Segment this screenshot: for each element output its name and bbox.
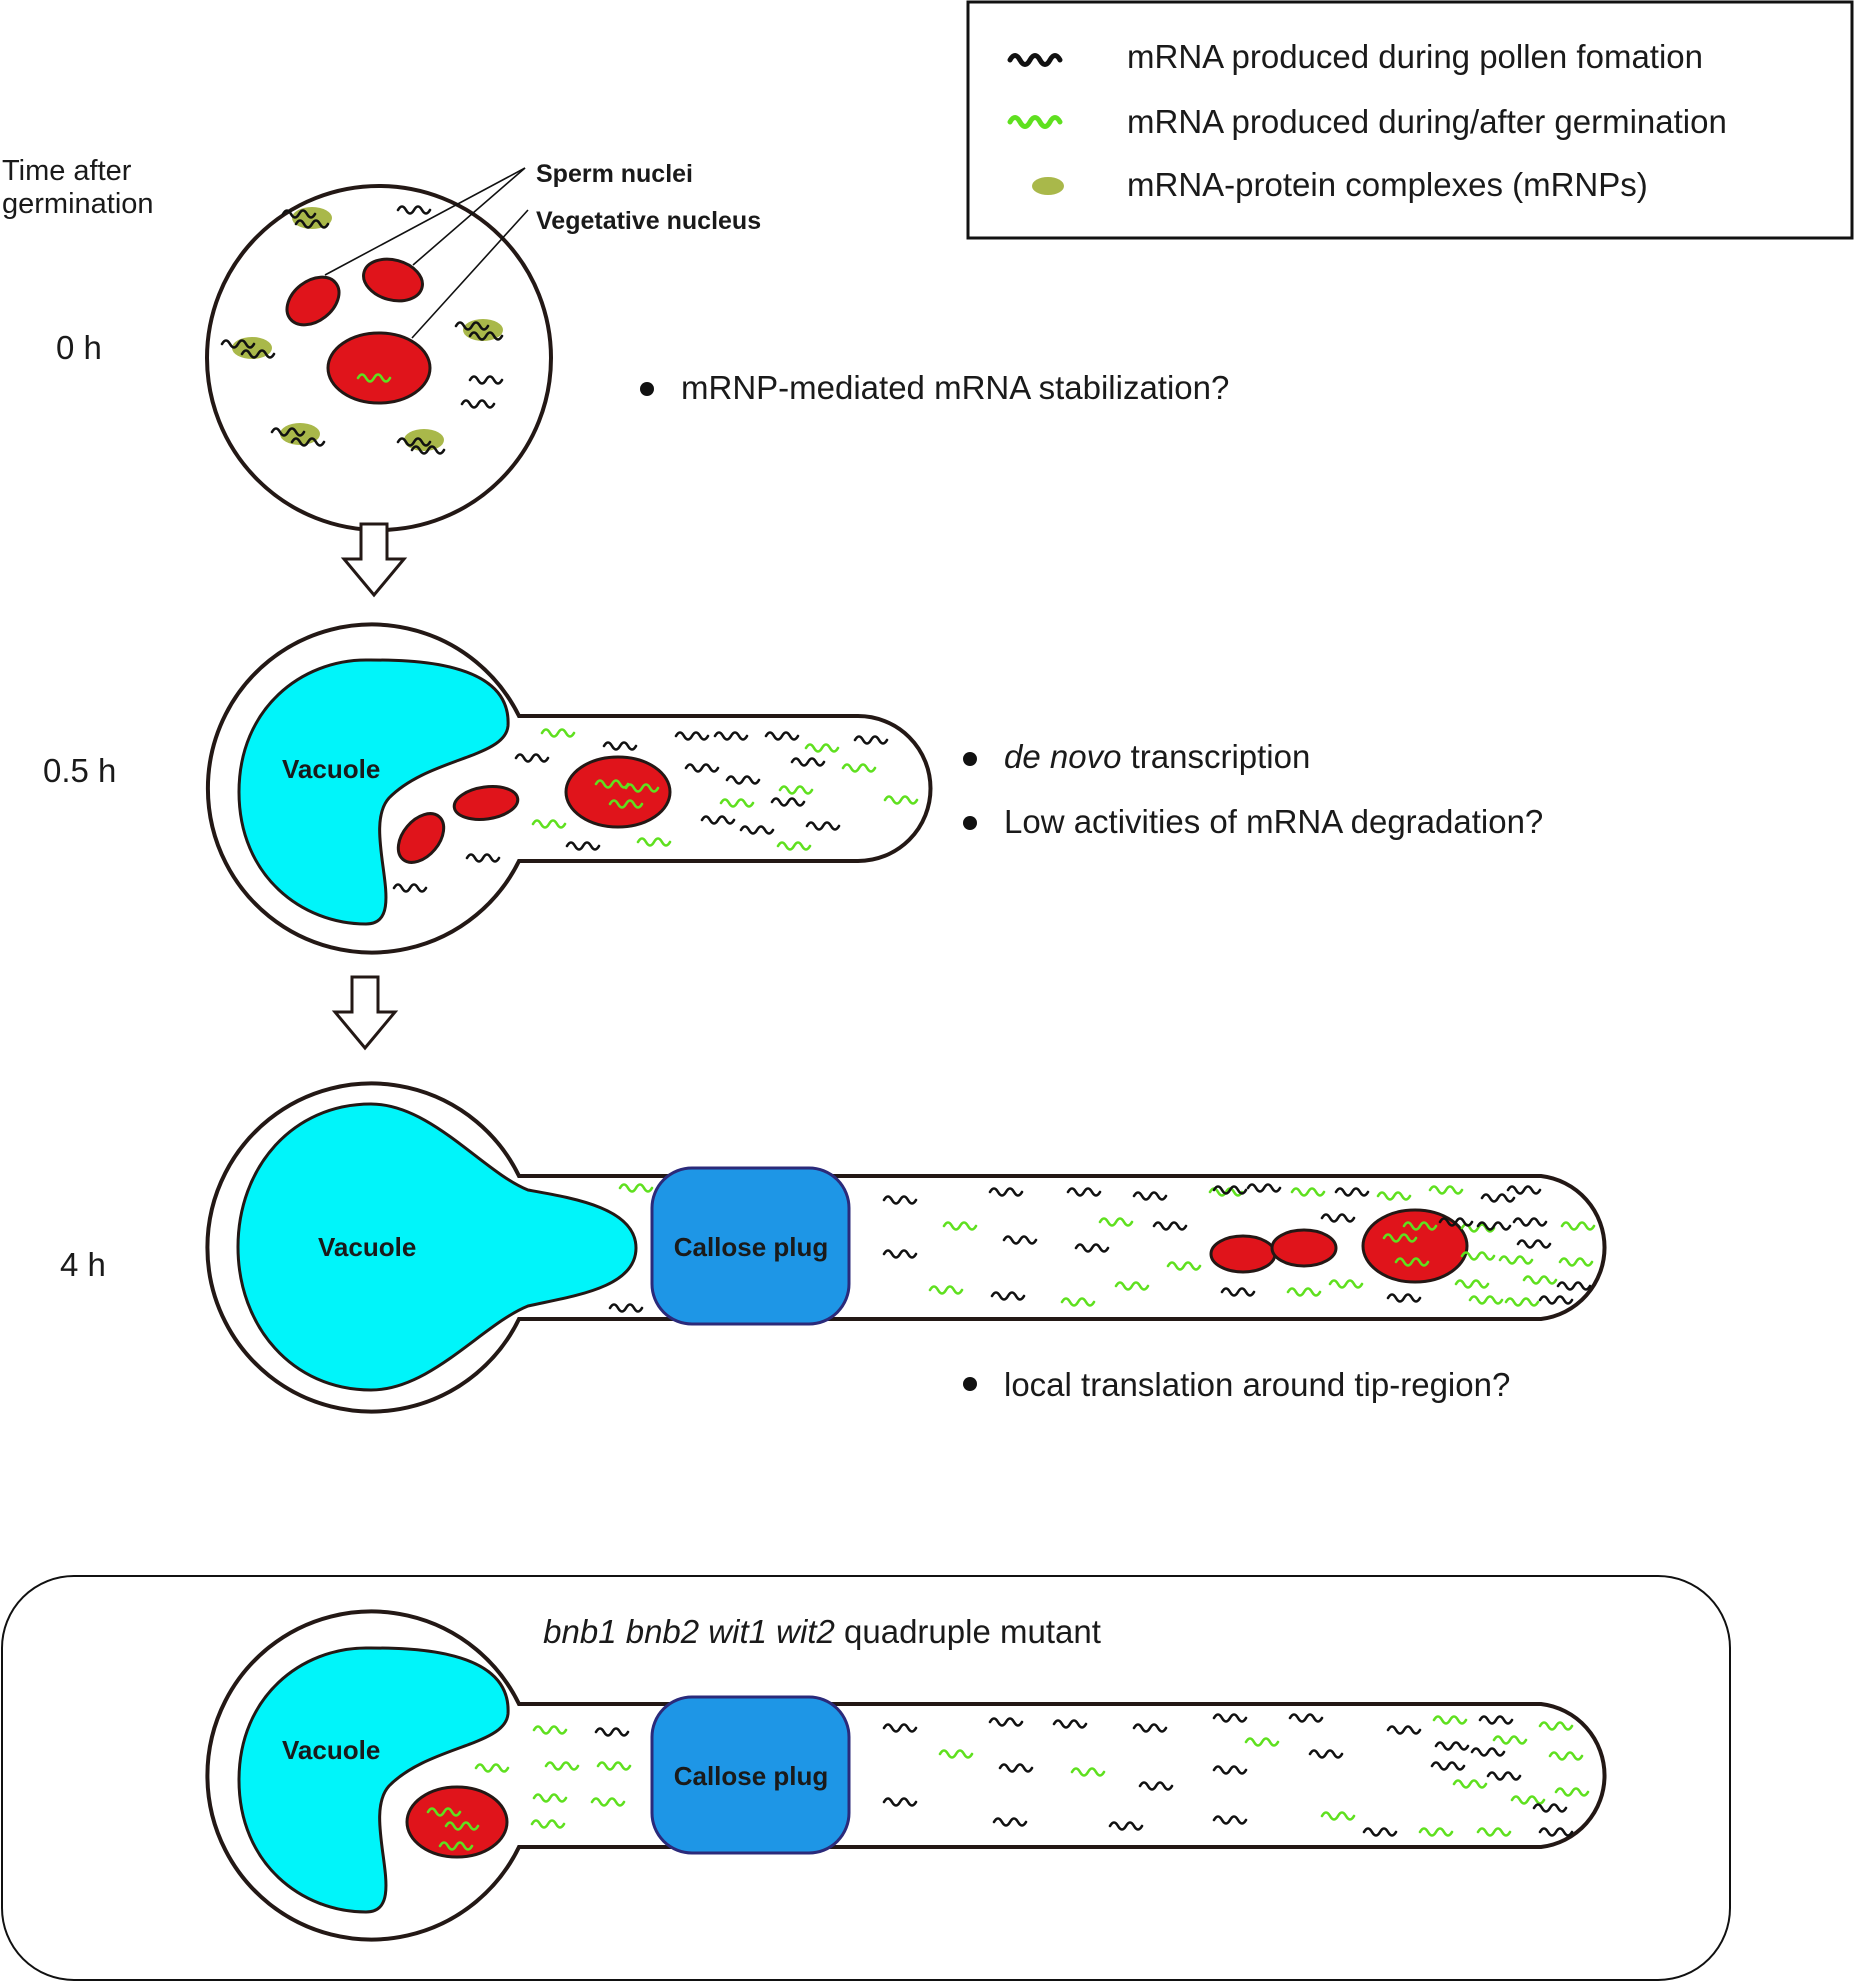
- down-arrow-icon: [331, 975, 399, 1051]
- mrnp: [404, 429, 444, 451]
- stage-4h: Vacuole Callose plug: [205, 1081, 1607, 1414]
- sperm-pointer-line: [412, 167, 526, 266]
- time-axis-title-1: Time after: [2, 155, 132, 187]
- vegetative-nucleus: [1361, 1208, 1469, 1284]
- callose-plug-label: Callose plug: [674, 1761, 829, 1791]
- sperm-nucleus: [362, 257, 424, 303]
- legend-box: [966, 0, 1854, 240]
- sperm-nucleus: [285, 275, 341, 327]
- note-stage4: local translation around tip-region?: [1004, 1366, 1510, 1403]
- legend-label-green: mRNA produced during/after germination: [1127, 103, 1727, 140]
- legend: mRNA produced during pollen fomation mRN…: [966, 0, 1854, 240]
- mrnp-ellipse-icon: [1032, 177, 1064, 195]
- vegetative-nucleus: [326, 331, 432, 405]
- bullet: [963, 752, 977, 766]
- pollen-tube: [205, 1081, 1607, 1414]
- callose-plug: [650, 1695, 851, 1855]
- vegetative-pointer-line: [411, 209, 529, 339]
- vacuole: [236, 1102, 638, 1392]
- legend-label-black: mRNA produced during pollen fomation: [1127, 38, 1703, 75]
- stage-05h: Vacuole: [205, 622, 1543, 955]
- mutant-panel: bnb1 bnb2 wit1 wit2 quadruple mutant Vac…: [1, 1575, 1731, 1981]
- pollen-tube: [205, 1609, 1607, 1942]
- vacuole-label: Vacuole: [318, 1232, 416, 1262]
- mutant-title: bnb1 bnb2 wit1 wit2 quadruple mutant: [543, 1613, 1101, 1650]
- sperm-nucleus: [1270, 1228, 1338, 1268]
- legend-label-mrnp: mRNA-protein complexes (mRNPs): [1127, 166, 1648, 203]
- green-mrna-wave-icon: [1007, 115, 1063, 129]
- sperm-pointer-line: [324, 167, 526, 276]
- callose-plug: [650, 1166, 851, 1326]
- time-axis-title-2: germination: [2, 188, 154, 220]
- sperm-nucleus: [396, 812, 446, 864]
- bullet: [640, 382, 654, 396]
- note-stage0: mRNP-mediated mRNA stabilization?: [681, 369, 1229, 406]
- time-label-4h: 4 h: [60, 1246, 106, 1283]
- bullet: [963, 1377, 977, 1391]
- vacuole-label: Vacuole: [282, 754, 380, 784]
- sperm-nucleus: [1209, 1234, 1277, 1274]
- vegetative-nucleus: [405, 1785, 509, 1859]
- note-stage05-b: Low activities of mRNA degradation?: [1004, 803, 1543, 840]
- down-arrow-icon: [340, 522, 408, 598]
- time-label-0h: 0 h: [56, 329, 102, 366]
- black-mrna-wave-icon: [1007, 53, 1063, 67]
- vegetative-nucleus: [564, 755, 672, 829]
- note-stage05-a: de novo transcription: [1004, 738, 1310, 775]
- sperm-nucleus: [452, 785, 520, 821]
- callose-plug-label: Callose plug: [674, 1232, 829, 1262]
- vacuole: [237, 658, 510, 926]
- stage-0h: Sperm nuclei Vegetative nucleus mRNP-med…: [205, 160, 1229, 532]
- sperm-nuclei-label: Sperm nuclei: [536, 160, 693, 188]
- vacuole: [237, 1646, 510, 1914]
- vacuole-label: Vacuole: [282, 1735, 380, 1765]
- vegetative-nucleus-label: Vegetative nucleus: [536, 207, 761, 235]
- bullet: [963, 816, 977, 830]
- time-label-05h: 0.5 h: [43, 752, 116, 789]
